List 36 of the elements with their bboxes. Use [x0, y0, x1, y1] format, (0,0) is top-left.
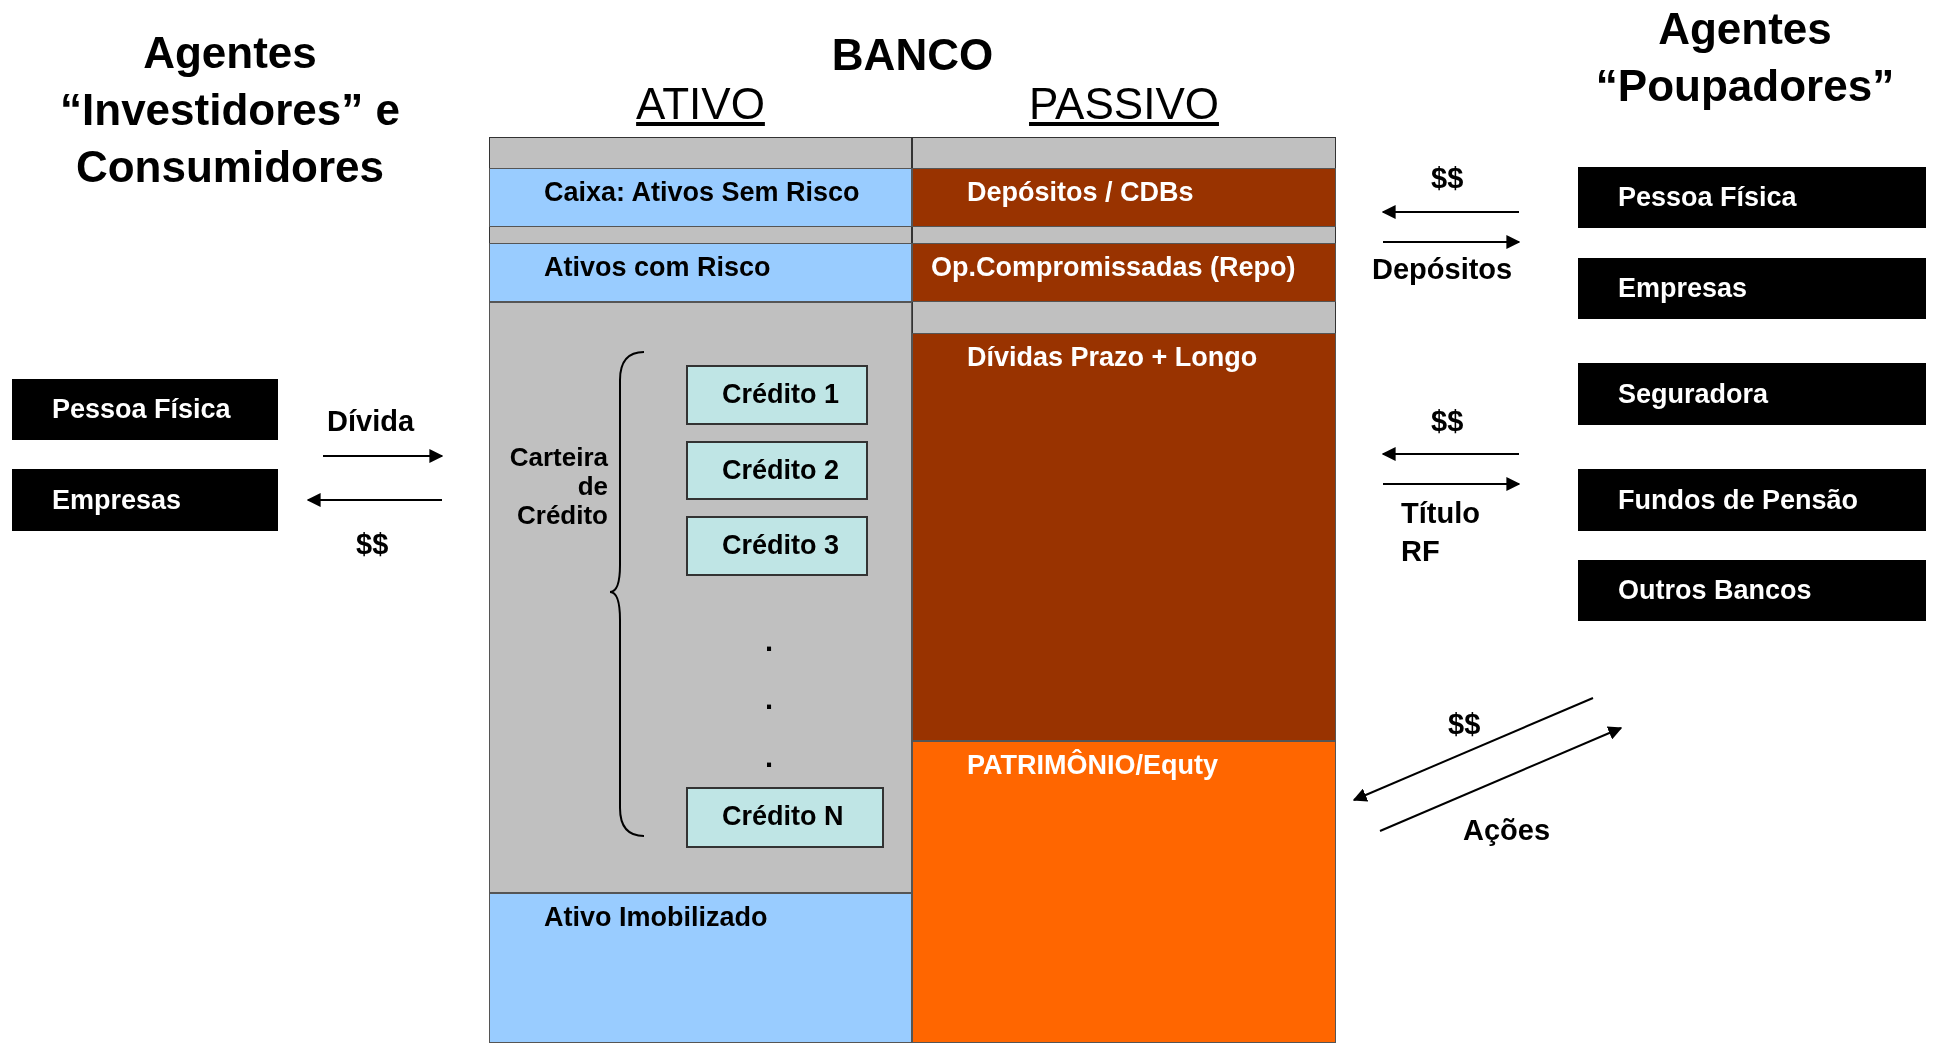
- agent-box: Outros Bancos: [1578, 560, 1926, 621]
- agent-box: Pessoa Física: [12, 379, 278, 440]
- ellipsis-dot: .: [765, 683, 774, 716]
- account-row: Depósitos / CDBs: [912, 168, 1336, 227]
- credit-box: Crédito N: [686, 787, 884, 848]
- agent-box: Seguradora: [1578, 363, 1926, 425]
- flow-label: Dívida: [327, 405, 415, 438]
- account-row: PATRIMÔNIO/Equty: [912, 741, 1336, 1043]
- column-heading: PASSIVO: [1029, 80, 1219, 129]
- account-row: Caixa: Ativos Sem Risco: [489, 168, 912, 227]
- agent-box: Fundos de Pensão: [1578, 469, 1926, 531]
- flow-label: Título RF: [1401, 496, 1481, 569]
- flow-label: $$: [1431, 162, 1464, 195]
- flow-label: Ações: [1463, 814, 1551, 847]
- heading: Agentes “Investidores” e Consumidores: [59, 27, 401, 194]
- portfolio-label: Carteira de Crédito: [508, 443, 608, 531]
- account-row: Op.Compromissadas (Repo): [912, 243, 1336, 302]
- credit-portfolio-panel: [489, 302, 912, 893]
- flow-label: Depósitos: [1372, 253, 1513, 286]
- account-row: Ativo Imobilizado: [489, 893, 912, 1043]
- credit-box: Crédito 2: [686, 441, 868, 500]
- heading: Agentes “Poupadores”: [1594, 3, 1896, 113]
- flow-label: $$: [1431, 405, 1464, 438]
- agent-box: Empresas: [1578, 258, 1926, 319]
- account-row: Dívidas Prazo + Longo: [912, 333, 1336, 741]
- ellipsis-dot: .: [765, 625, 774, 658]
- flow-label: $$: [1448, 708, 1481, 741]
- column-heading: ATIVO: [636, 80, 765, 129]
- agent-box: Pessoa Física: [1578, 167, 1926, 228]
- credit-box: Crédito 3: [686, 516, 868, 576]
- account-row: Ativos com Risco: [489, 243, 912, 302]
- credit-box: Crédito 1: [686, 365, 868, 425]
- ellipsis-dot: .: [765, 741, 774, 774]
- agent-box: Empresas: [12, 469, 278, 531]
- heading: BANCO: [830, 30, 995, 80]
- flow-label: $$: [356, 528, 389, 561]
